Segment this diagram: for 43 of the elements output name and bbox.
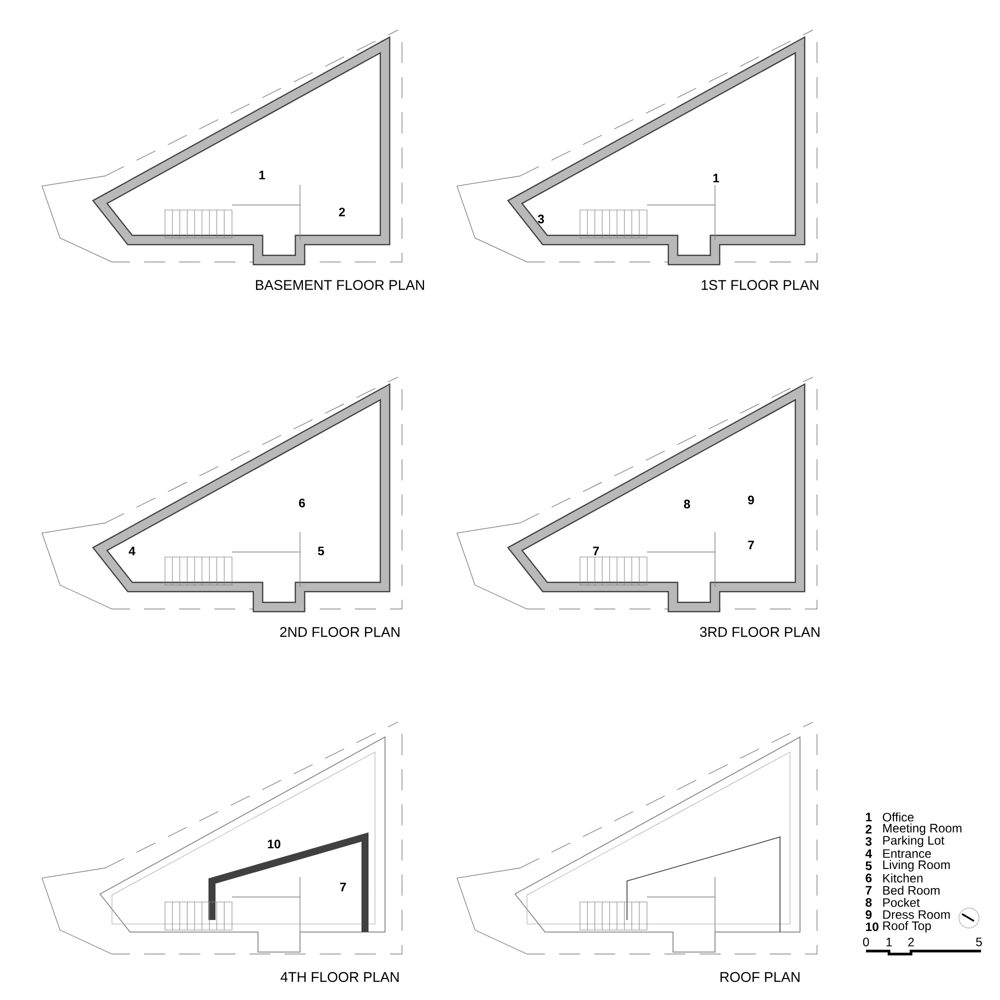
legend-number: 6	[866, 874, 872, 882]
legend-number: 2	[866, 824, 872, 834]
plan-title: 4TH FLOOR PLAN	[280, 972, 399, 982]
legend-number: 1	[866, 812, 872, 822]
scale-label: 5	[976, 938, 982, 946]
legend-text: Living Room	[883, 860, 950, 872]
room-number: 1	[713, 174, 720, 182]
legend-text: Parking Lot	[883, 836, 944, 848]
room-number: 4	[128, 546, 136, 556]
legend-number: 4	[865, 849, 872, 858]
legend-text: Dress Room	[883, 910, 950, 919]
room-number: 7	[593, 546, 599, 556]
scale-label: 2	[908, 938, 914, 946]
legend-number: 10	[866, 922, 878, 932]
legend-number: 5	[866, 862, 872, 870]
plan-title: 1ST FLOOR PLAN	[702, 280, 818, 290]
room-number: 6	[299, 498, 305, 508]
legend-number: 7	[866, 886, 872, 894]
plan-title: BASEMENT FLOOR PLAN	[256, 280, 424, 290]
scale-label: 0	[863, 938, 869, 946]
legend-text: Bed Room	[883, 886, 940, 895]
room-number: 7	[340, 882, 346, 892]
legend-text: Kitchen	[883, 874, 922, 883]
scale-label: 1	[886, 938, 892, 946]
legend-text: Pocket	[883, 898, 920, 907]
legend-text: Entrance	[883, 849, 931, 858]
legend-text: Office	[882, 812, 914, 822]
plan-title: ROOF PLAN	[720, 972, 800, 982]
plan-title: 3RD FLOOR PLAN	[700, 627, 820, 637]
legend-text: Roof Top	[883, 921, 931, 933]
room-number: 1	[259, 170, 266, 180]
room-number: 5	[318, 546, 324, 556]
legend-number: 3	[866, 837, 872, 846]
room-number: 3	[538, 214, 544, 224]
room-number: 10	[268, 840, 280, 848]
room-number: 2	[339, 208, 345, 216]
room-number: 8	[684, 500, 690, 508]
legend-number: 9	[866, 910, 872, 919]
room-number: 7	[748, 540, 754, 550]
room-number: 9	[748, 496, 754, 504]
legend-number: 8	[866, 898, 872, 907]
legend-text: Meeting Room	[883, 824, 962, 835]
plan-title: 2ND FLOOR PLAN	[280, 627, 400, 637]
